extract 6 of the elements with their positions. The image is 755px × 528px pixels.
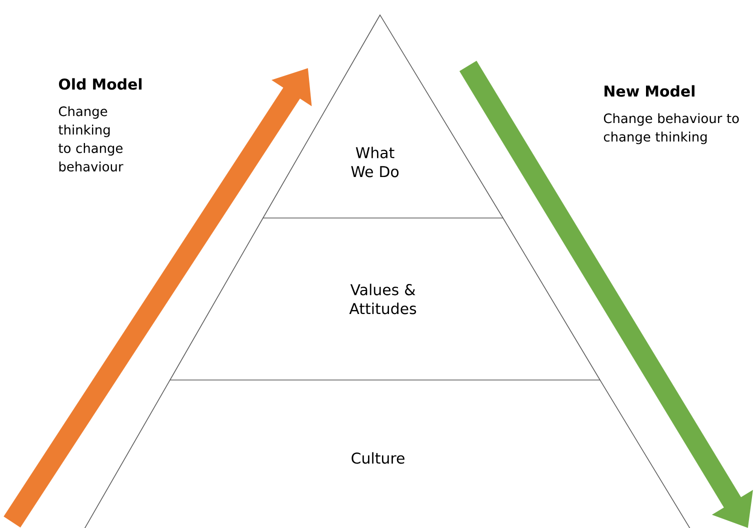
pyramid-level: Culture: [78, 380, 698, 528]
pyramid-level: Values & Attitudes: [169, 218, 601, 380]
model-description: Change behaviour to change thinking: [604, 113, 739, 144]
model-heading: Old Model: [58, 78, 142, 90]
model-description: Change thinking to change behaviour: [58, 106, 124, 172]
model-heading: New Model: [604, 85, 694, 97]
